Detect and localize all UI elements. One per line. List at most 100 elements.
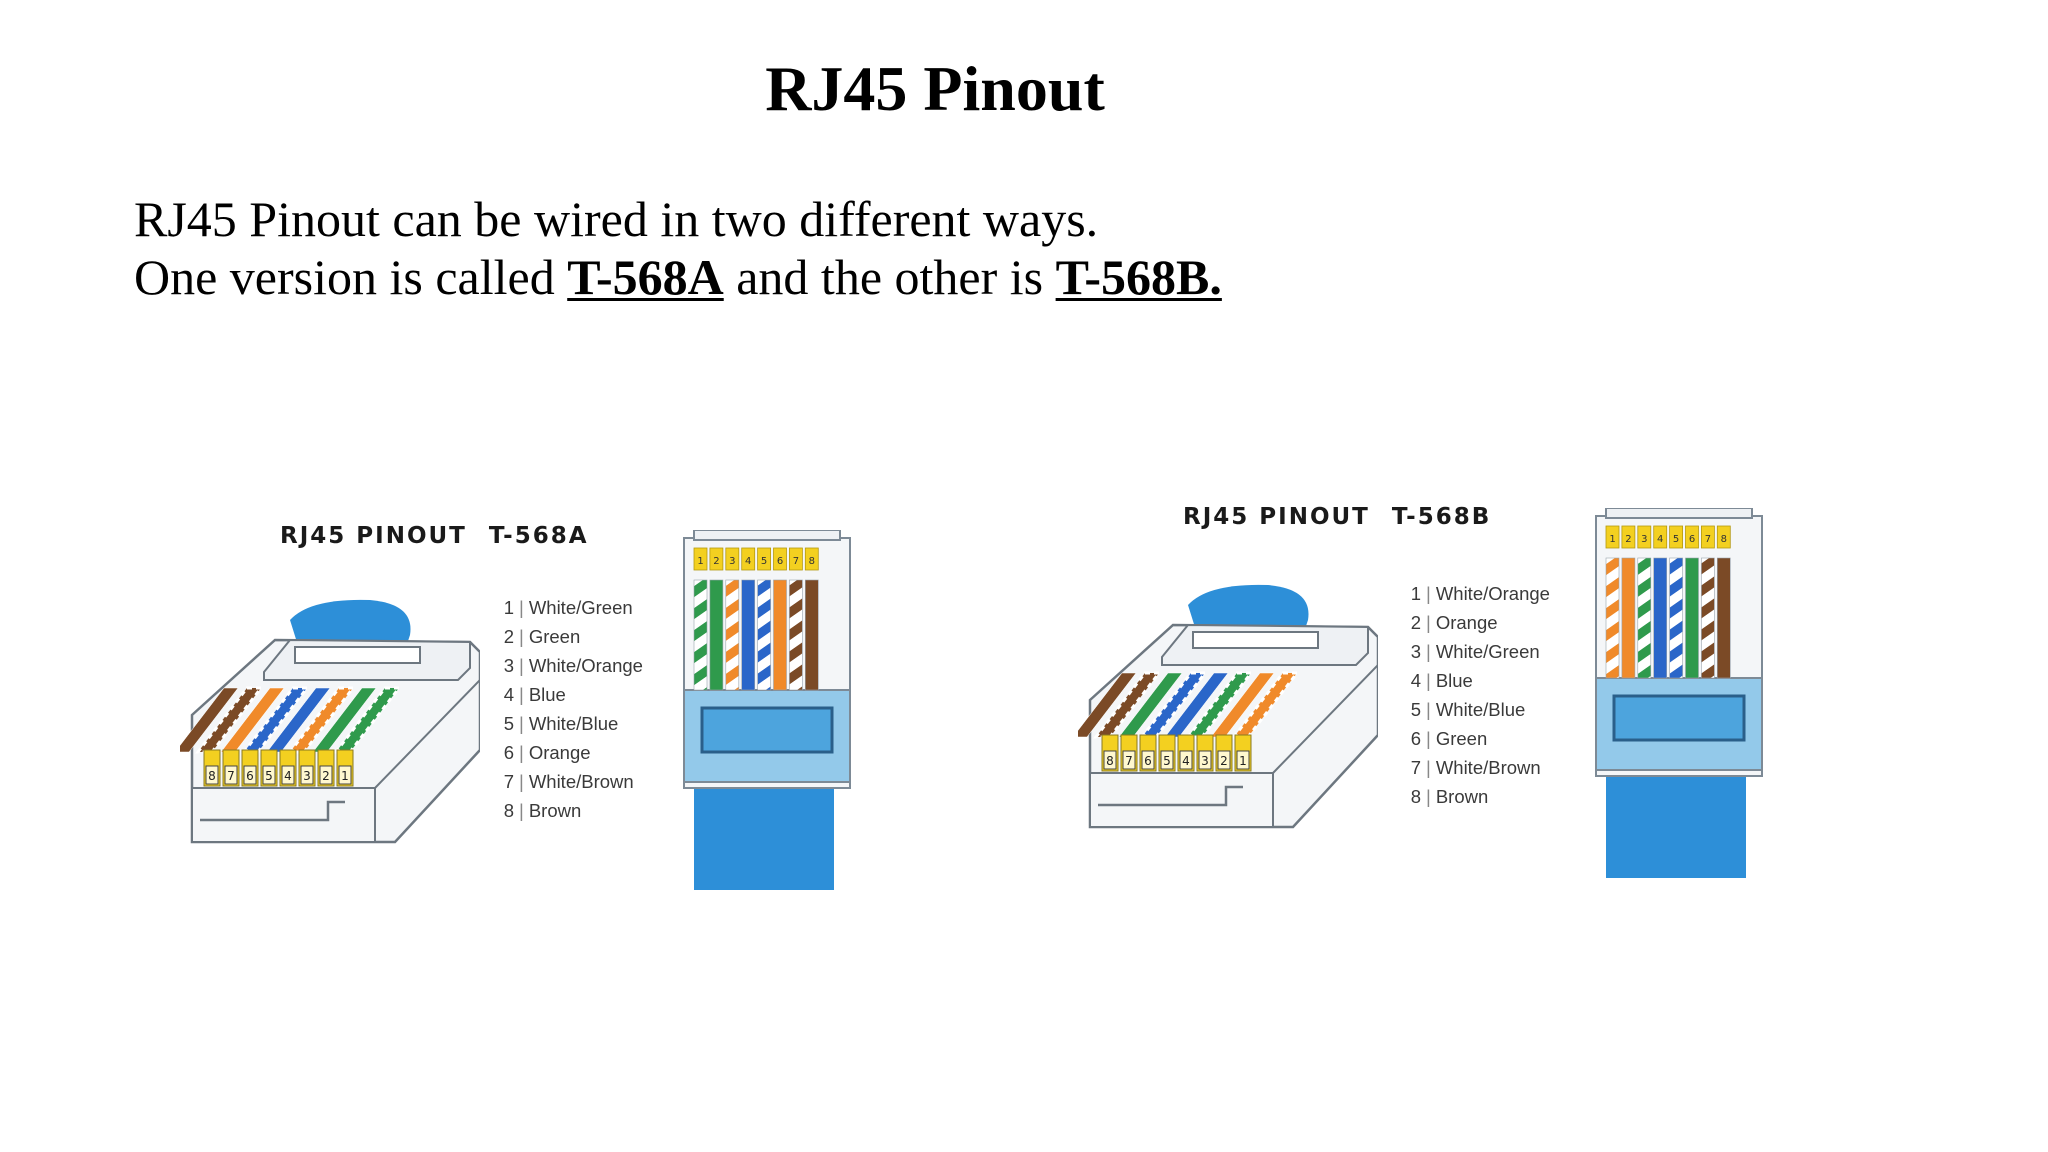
pin-contact [1669,525,1683,549]
pin-number-label: 7 [1125,754,1133,768]
pin-color-label: White/Orange [528,655,643,676]
pin-number-label: 3 [729,556,735,567]
legend-row: 6|Orange [500,742,643,771]
wire-green [1685,557,1699,679]
separator: | [519,771,524,792]
intro-line-1: RJ45 Pinout can be wired in two differen… [134,191,1099,247]
diagram-title-main: RJ45 PINOUT [1183,504,1370,530]
cable-boot [290,599,411,652]
legend-row: 6|Green [1407,728,1550,757]
standard-b-label: T-568B. [1055,249,1222,305]
legend-row: 2|Orange [1407,612,1550,641]
front-step [1098,785,1243,807]
wire-white-blue [757,579,771,691]
pin-number-label: 4 [745,556,751,567]
intro-text: RJ45 Pinout can be wired in two differen… [134,190,1222,306]
pin-number-label: 7 [1705,534,1711,545]
wire-white-green [1637,557,1652,679]
pin-contact [1701,525,1715,549]
front-face [1089,772,1274,828]
pin-number: 1 [503,597,514,618]
separator: | [519,655,524,676]
pin-number: 3 [1410,641,1421,662]
legend-row: 7|White/Brown [1407,757,1550,786]
pin-color-label: Orange [1435,612,1498,633]
legend-row: 2|Green [500,626,643,655]
pin-contact [1716,525,1731,549]
wire-orange [773,579,787,691]
pin-number-box [1103,750,1117,770]
legend-row: 4|Blue [1407,670,1550,699]
pin-number-box [338,765,352,785]
cable-boot [1188,584,1309,637]
pin-color-label: Brown [528,800,582,821]
legend-row: 8|Brown [1407,786,1550,815]
pin-number-label: 1 [341,769,349,783]
pin-number-box [300,765,314,785]
pin-color-label: White/Green [528,597,633,618]
wire-blue [741,579,756,691]
wire-brown [180,687,239,753]
pin-number-label: 7 [227,769,235,783]
pin-number-box [1160,750,1174,770]
body-edge [374,679,480,789]
front-step [200,800,345,822]
diagram-title-main: RJ45 PINOUT [280,523,467,549]
pin-contact [693,547,708,571]
body-edge [1272,664,1378,774]
pin-color-label: White/Brown [528,771,634,792]
separator: | [519,684,524,705]
pin-number-label: 8 [1106,754,1114,768]
pin-number-label: 8 [1721,534,1727,545]
pin-contact [1605,525,1620,549]
slide-title: RJ45 Pinout [765,53,1105,124]
pin-number-label: 4 [1182,754,1190,768]
pin-color-label: Green [528,626,581,647]
wire-white-orange [1605,557,1620,679]
separator: | [1426,583,1431,604]
pin-contact [1637,525,1652,549]
separator: | [519,626,524,647]
pin-number: 5 [503,713,514,734]
intro-line-2: One version is called T-568A and the oth… [134,248,1222,306]
pin-color-label: Green [1435,728,1488,749]
separator: | [519,597,524,618]
latch-window [1612,694,1746,742]
wire-brown [1717,557,1731,679]
pin-contact [1653,525,1668,549]
legend-row: 4|Blue [500,684,643,713]
separator: | [1426,728,1431,749]
pin-number-box [319,765,333,785]
top-window [1192,631,1319,649]
pin-number: 7 [503,771,514,792]
pin-number: 2 [1410,612,1421,633]
pin-number-box [1198,750,1212,770]
legend-row: 1|White/Green [500,597,643,626]
pin-number-label: 4 [1657,534,1663,545]
wire-white-orange [725,579,740,691]
pin-number-label: 7 [793,556,799,567]
pin-number: 4 [1410,670,1421,691]
front-face [191,787,376,843]
pin-number-label: 3 [1641,534,1647,545]
pin-number-label: 3 [303,769,311,783]
pin-color-label: White/Blue [528,713,619,734]
pin-color-label: White/Blue [1435,699,1526,720]
pin-contact [1685,525,1699,549]
pin-number-label: 3 [1201,754,1209,768]
pin-number-label: 1 [1239,754,1247,768]
connector-top [1605,508,1753,519]
separator: | [519,800,524,821]
pin-number-label: 4 [284,769,292,783]
legend-row: 3|White/Orange [500,655,643,684]
pin-color-label: White/Green [1435,641,1540,662]
pin-number-box [1122,750,1136,770]
separator: | [1426,670,1431,691]
pin-legend: 1|White/Orange 2|Orange 3|White/Green 4|… [1407,583,1550,815]
pin-number-label: 8 [809,556,815,567]
